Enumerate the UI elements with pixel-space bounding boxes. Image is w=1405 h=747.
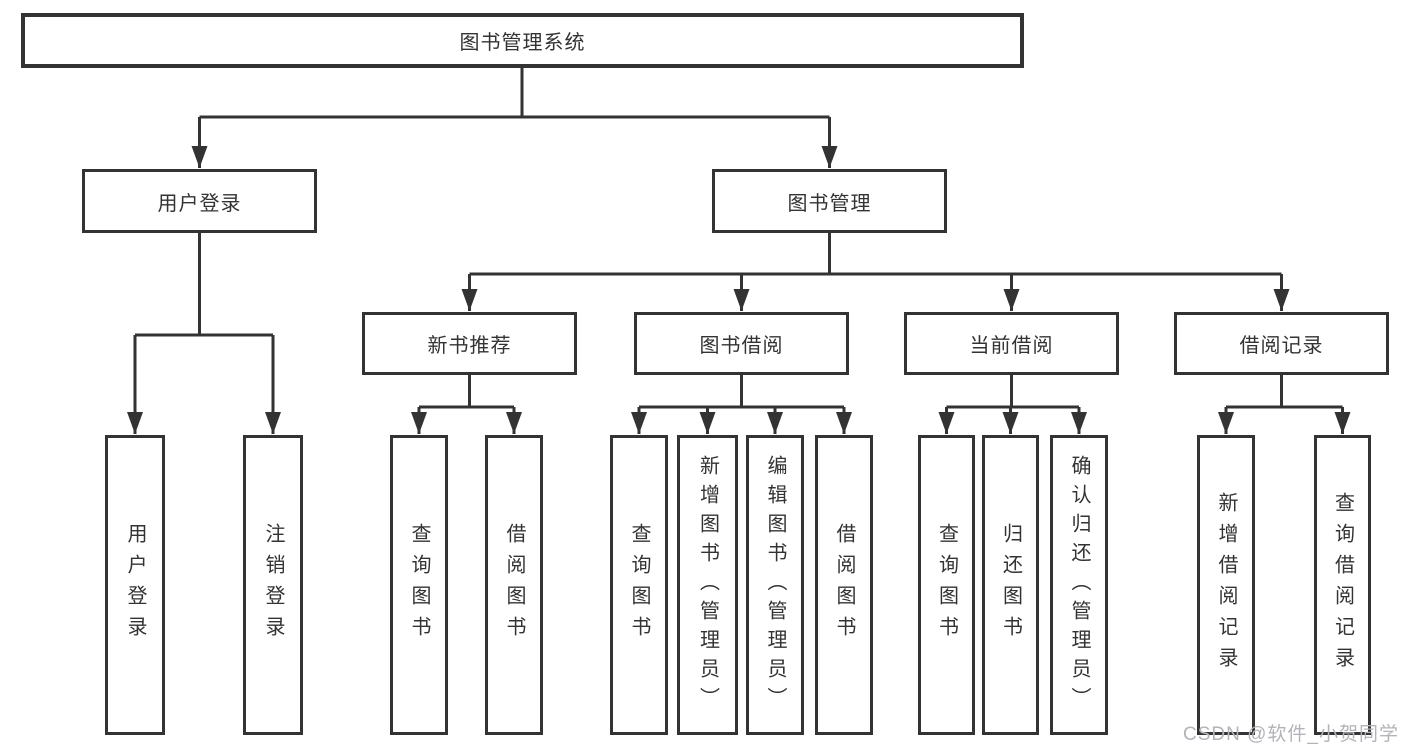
connector-bookmgmt-to-level3 bbox=[461, 233, 1290, 311]
node-book-borrow-label: 图书借阅 bbox=[699, 335, 784, 357]
leaf-user-login: 用户登录 bbox=[105, 435, 165, 735]
leaf-return-book: 归还图书 bbox=[982, 435, 1039, 735]
leaf-query-book-1: 查询图书 bbox=[390, 435, 448, 735]
leaf-add-borrow-record-label: 新增借阅记录 bbox=[1215, 492, 1237, 678]
leaf-edit-book-label: 编辑图书（管理员） bbox=[764, 454, 786, 716]
node-user-login: 用户登录 bbox=[82, 169, 317, 233]
node-root-label: 图书管理系统 bbox=[459, 32, 586, 54]
node-current-borrow-label: 当前借阅 bbox=[969, 335, 1054, 357]
leaf-add-borrow-record: 新增借阅记录 bbox=[1197, 435, 1255, 735]
connector-borrowrecord-to-leaves bbox=[1218, 375, 1351, 434]
node-root: 图书管理系统 bbox=[21, 13, 1024, 68]
leaf-query-borrow-record-label: 查询借阅记录 bbox=[1331, 492, 1354, 678]
leaf-return-book-label: 归还图书 bbox=[999, 523, 1022, 647]
leaf-add-book-label: 新增图书（管理员） bbox=[696, 454, 719, 716]
node-borrow-record: 借阅记录 bbox=[1174, 312, 1389, 375]
connector-bookborrow-to-leaves bbox=[631, 375, 852, 434]
leaf-borrow-book-1-label: 借阅图书 bbox=[503, 523, 525, 647]
leaf-borrow-book-2-label: 借阅图书 bbox=[833, 523, 855, 647]
leaf-query-borrow-record: 查询借阅记录 bbox=[1314, 435, 1371, 735]
node-book-management: 图书管理 bbox=[712, 169, 947, 233]
connector-userlogin-to-leaves bbox=[127, 233, 281, 434]
leaf-confirm-return-label: 确认归还（管理员） bbox=[1068, 454, 1090, 716]
node-book-management-label: 图书管理 bbox=[787, 192, 872, 215]
leaf-query-book-1-label: 查询图书 bbox=[408, 523, 430, 647]
leaf-edit-book: 编辑图书（管理员） bbox=[746, 435, 804, 735]
node-new-book-recommend: 新书推荐 bbox=[362, 312, 577, 375]
leaf-user-login-label: 用户登录 bbox=[124, 523, 146, 647]
node-book-borrow: 图书借阅 bbox=[634, 312, 849, 375]
node-current-borrow: 当前借阅 bbox=[904, 312, 1119, 375]
node-new-book-recommend-label: 新书推荐 bbox=[427, 335, 512, 357]
leaf-query-book-2: 查询图书 bbox=[610, 435, 668, 735]
node-user-login-label: 用户登录 bbox=[157, 192, 242, 215]
leaf-confirm-return: 确认归还（管理员） bbox=[1050, 435, 1108, 735]
csdn-watermark: CSDN @软件_小贺同学 bbox=[1183, 724, 1399, 745]
leaf-borrow-book-1: 借阅图书 bbox=[485, 435, 543, 735]
leaf-logout: 注销登录 bbox=[243, 435, 303, 735]
leaf-query-book-3: 查询图书 bbox=[918, 435, 975, 735]
connector-root-to-level2 bbox=[191, 68, 838, 168]
connector-currentborrow-to-leaves bbox=[938, 375, 1087, 434]
leaf-logout-label: 注销登录 bbox=[262, 523, 284, 647]
leaf-add-book: 新增图书（管理员） bbox=[677, 435, 738, 735]
leaf-query-book-2-label: 查询图书 bbox=[628, 523, 650, 647]
leaf-borrow-book-2: 借阅图书 bbox=[815, 435, 873, 735]
connector-newbook-to-leaves bbox=[411, 375, 522, 434]
leaf-query-book-3-label: 查询图书 bbox=[935, 523, 958, 647]
node-borrow-record-label: 借阅记录 bbox=[1239, 335, 1324, 357]
